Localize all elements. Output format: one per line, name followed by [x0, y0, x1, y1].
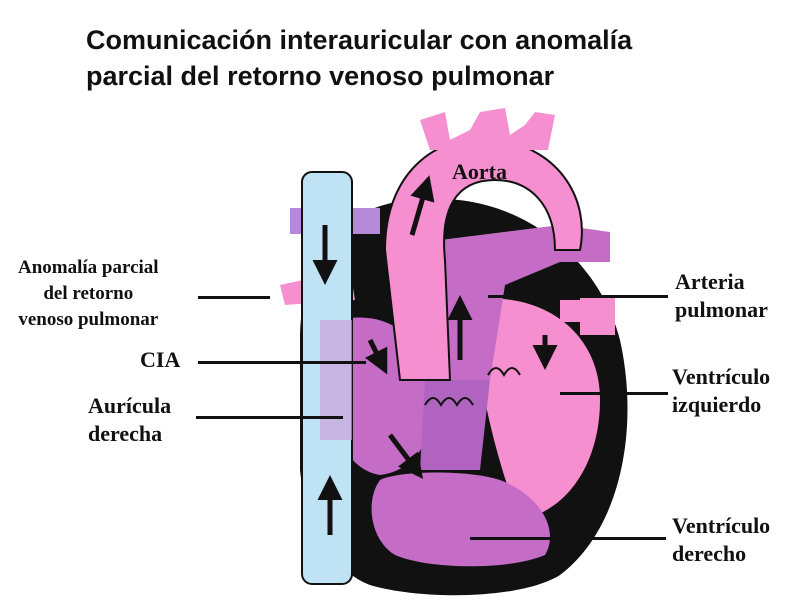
label-aorta: Aorta	[452, 159, 507, 184]
aortic-valve	[487, 367, 521, 378]
label-arteria-line-1: Arteria	[675, 269, 745, 294]
label-ventriculo-izquierdo: Ventrículo izquierdo	[672, 363, 770, 419]
title-line-2: parcial del retorno venoso pulmonar	[86, 61, 555, 91]
label-ventriculo-derecho: Ventrículo derecho	[672, 512, 770, 568]
label-vi-line-2: izquierdo	[672, 392, 762, 417]
leader-ventriculo-izquierdo	[560, 392, 668, 395]
pulmonary-artery	[440, 225, 610, 380]
title-line-1: Comunicación interauricular con anomalía	[86, 25, 633, 55]
leader-ventriculo-derecho	[470, 537, 666, 540]
label-cia: CIA	[140, 347, 181, 372]
label-vd-line-2: derecho	[672, 541, 747, 566]
right-pulmonary-vein	[560, 300, 600, 322]
label-arteria-line-2: pulmonar	[675, 297, 768, 322]
left-ventricle	[470, 298, 600, 520]
label-auricula-line-2: derecha	[88, 421, 163, 446]
leader-anomalia	[198, 296, 270, 299]
vena-cava-mixing	[320, 320, 352, 440]
flow-arrows	[312, 175, 558, 535]
right-ventricle	[371, 472, 550, 567]
leader-auricula	[196, 416, 343, 419]
pulmonary-valve	[424, 397, 474, 408]
leader-arteria	[488, 295, 668, 298]
label-arteria-pulmonar: Arteria pulmonar	[675, 268, 768, 324]
label-anomalia-line-1: Anomalía parcial	[18, 257, 159, 278]
label-vi-line-1: Ventrículo	[672, 364, 771, 389]
label-vd-line-1: Ventrículo	[672, 513, 771, 538]
leader-cia	[198, 361, 366, 364]
aortic-branches	[420, 108, 555, 150]
diagram-title: Comunicación interauricular con anomalía…	[86, 22, 632, 94]
label-auricula-derecha: Aurícula derecha	[88, 392, 171, 448]
label-auricula-line-1: Aurícula	[88, 393, 172, 418]
label-anomalia-parcial: Anomalía parcial del retorno venoso pulm…	[18, 255, 159, 333]
label-anomalia-line-2: del retorno	[43, 283, 134, 304]
label-anomalia-line-3: venoso pulmonar	[18, 309, 159, 330]
